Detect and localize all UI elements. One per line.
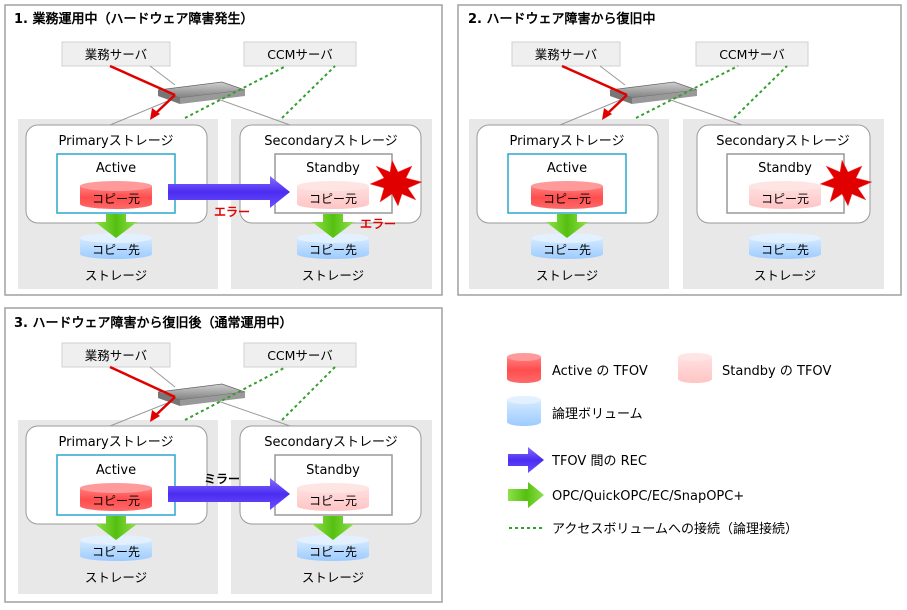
ccm-server-label: CCMサーバ	[267, 47, 333, 62]
access-link-dotted	[635, 65, 739, 119]
legend-logical-volume-icon	[507, 396, 541, 426]
copy-dest-label: コピー先	[761, 243, 809, 257]
opc-arrow-icon	[95, 214, 137, 238]
cables	[559, 65, 743, 126]
arrowhead-icon	[602, 108, 612, 120]
legend: Active の TFOV Standby の TFOV 論理ボリューム TFO…	[507, 353, 831, 537]
copy-dest-label: コピー先	[309, 545, 357, 559]
access-link-dotted	[184, 65, 287, 119]
legend-opc-arrow-icon	[508, 482, 544, 508]
arrowhead-icon	[150, 410, 160, 422]
panel-title: 3. ハードウェア障害から復旧後（通常運用中）	[14, 315, 293, 331]
rec-error-label: エラー	[214, 205, 250, 219]
rec-arrow-icon	[168, 478, 290, 510]
active-tfov-cylinder	[531, 181, 603, 209]
rec-arrow-icon	[168, 176, 290, 208]
primary-storage-label: Primaryストレージ	[59, 134, 174, 149]
access-link-dotted	[184, 366, 287, 421]
business-server-box	[61, 342, 171, 368]
secondary-storage-label: Secondaryストレージ	[264, 134, 398, 149]
standby-tfov-cylinder	[297, 181, 369, 209]
panel-title: 1. 業務運用中（ハードウェア障害発生）	[14, 11, 254, 27]
storage-label: ストレージ	[302, 570, 364, 585]
cables	[109, 366, 291, 427]
copy-dest-label: コピー先	[92, 243, 140, 257]
legend-standby-tfov: Standby の TFOV	[722, 364, 831, 379]
arrowhead-icon	[150, 108, 160, 120]
standby-label: Standby	[758, 161, 812, 176]
active-label: Active	[547, 161, 587, 176]
legend-active-tfov-icon	[507, 353, 541, 383]
primary-storage-label: Primaryストレージ	[59, 435, 174, 450]
hardware-failure-icon	[369, 159, 423, 207]
ccm-server-label: CCMサーバ	[719, 47, 785, 62]
business-server-box	[511, 41, 621, 67]
standby-label: Standby	[306, 161, 360, 176]
hardware-failure-icon	[819, 159, 873, 207]
legend-opc: OPC/QuickOPC/EC/SnapOPC+	[552, 489, 744, 504]
business-server-label: 業務サーバ	[535, 47, 597, 62]
standby-tfov-cylinder	[297, 483, 369, 511]
standby-label: Standby	[306, 463, 360, 478]
ccm-server-box	[695, 41, 809, 67]
secondary-storage-label: Secondaryストレージ	[264, 435, 398, 450]
panel-3: 3. ハードウェア障害から復旧後（通常運用中） 業務サーバ CCMサーバ Pri…	[4, 307, 443, 603]
storage-label: ストレージ	[536, 268, 598, 283]
panel-2: 2. ハードウェア障害から復旧中 業務サーバ CCMサーバ Primaryストレ…	[457, 4, 902, 296]
opc-error-label: エラー	[360, 217, 396, 231]
copy-dest-label: コピー先	[543, 243, 591, 257]
business-server-label: 業務サーバ	[85, 348, 147, 363]
network-switch-icon	[609, 81, 698, 104]
logical-volume-cylinder	[749, 233, 821, 259]
legend-rec: TFOV 間の REC	[551, 454, 647, 469]
ccm-server-box	[243, 41, 357, 67]
secondary-storage-label: Secondaryストレージ	[716, 134, 850, 149]
cables	[109, 65, 291, 126]
active-tfov-cylinder	[80, 181, 152, 209]
panel-title: 2. ハードウェア障害から復旧中	[468, 11, 656, 27]
opc-arrow-icon	[312, 214, 354, 238]
business-server-label: 業務サーバ	[85, 47, 147, 62]
access-link-dotted	[733, 65, 788, 119]
copy-source-label: コピー元	[309, 192, 357, 206]
copy-source-label: コピー元	[92, 494, 140, 508]
storage-label: ストレージ	[85, 268, 147, 283]
opc-arrow-icon	[546, 214, 588, 238]
access-link-dotted	[281, 366, 336, 421]
mirror-label: ミラー	[204, 472, 240, 486]
ccm-server-label: CCMサーバ	[267, 348, 333, 363]
ccm-server-box	[243, 342, 357, 368]
network-switch-icon	[157, 81, 246, 104]
storage-label: ストレージ	[302, 268, 364, 283]
active-label: Active	[96, 161, 136, 176]
copy-dest-label: コピー先	[92, 545, 140, 559]
server-access-line	[109, 64, 176, 97]
copy-source-label: コピー元	[92, 192, 140, 206]
copy-source-label: コピー元	[761, 192, 809, 206]
opc-arrow-icon	[95, 516, 137, 540]
legend-standby-tfov-icon	[678, 353, 712, 383]
opc-arrow-icon	[312, 516, 354, 540]
access-link-dotted	[281, 65, 336, 119]
active-label: Active	[96, 463, 136, 478]
active-tfov-cylinder	[80, 483, 152, 511]
standby-tfov-cylinder	[749, 181, 821, 209]
legend-access-link: アクセスボリュームへの接続（論理接続）	[552, 521, 798, 537]
panel-1: 1. 業務運用中（ハードウェア障害発生） 業務サーバ CCMサーバ Primar…	[4, 4, 443, 296]
legend-rec-arrow-icon	[508, 447, 544, 473]
business-server-box	[61, 41, 171, 67]
copy-dest-label: コピー先	[309, 243, 357, 257]
legend-active-tfov: Active の TFOV	[552, 364, 648, 379]
copy-source-label: コピー元	[543, 192, 591, 206]
server-access-line	[561, 64, 628, 97]
storage-label: ストレージ	[754, 268, 816, 283]
storage-label: ストレージ	[85, 570, 147, 585]
server-access-line	[109, 365, 176, 399]
network-switch-icon	[157, 383, 246, 406]
primary-storage-label: Primaryストレージ	[510, 134, 625, 149]
copy-source-label: コピー元	[309, 494, 357, 508]
legend-logical-volume: 論理ボリューム	[552, 406, 643, 422]
